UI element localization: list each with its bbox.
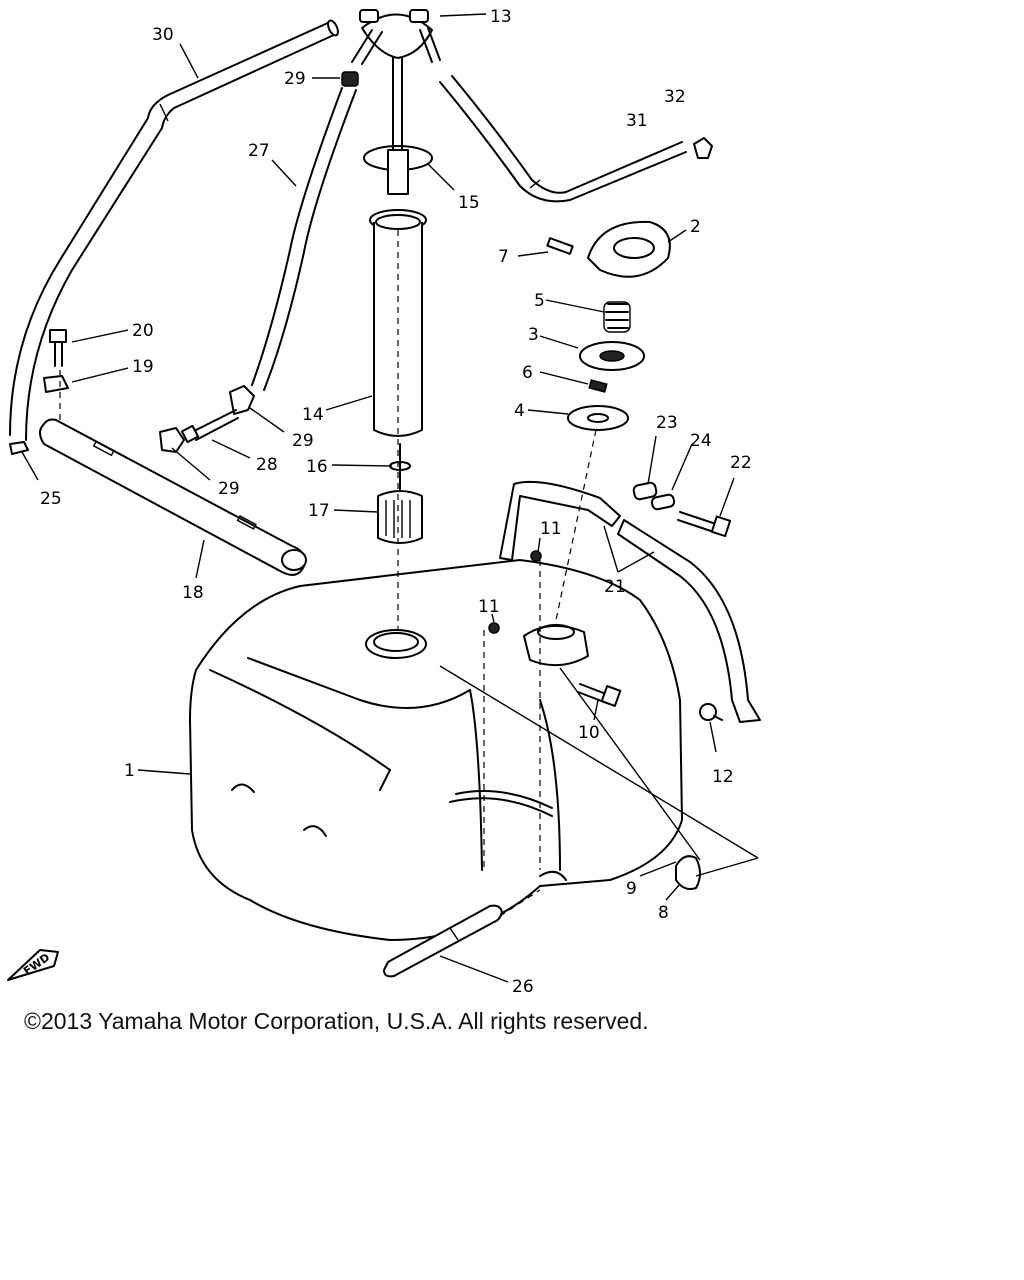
bolt-22	[677, 511, 732, 538]
label-1: 1	[124, 761, 135, 781]
fwd-arrow-icon: FWD	[7, 949, 59, 981]
filter-17	[377, 490, 423, 544]
clamp-29-mid	[229, 385, 255, 415]
label-22: 22	[730, 453, 752, 473]
label-6: 6	[522, 363, 533, 383]
label-16: 16	[306, 457, 328, 477]
label-11-lower: 11	[478, 597, 500, 617]
label-5: 5	[534, 291, 545, 311]
label-26: 26	[512, 977, 534, 997]
fuel-cock-13	[351, 9, 441, 151]
part-labels: 30 13 29 32 31 27 15 2 7 5 20 3 19 6 14 …	[40, 7, 752, 997]
label-20: 20	[132, 321, 154, 341]
collar-24	[650, 493, 676, 511]
label-32: 32	[664, 87, 686, 107]
ring-15	[363, 145, 433, 195]
label-21: 21	[604, 577, 626, 597]
label-24: 24	[690, 431, 712, 451]
clip-16	[389, 443, 411, 491]
pin-6	[588, 379, 608, 393]
label-18: 18	[182, 583, 204, 603]
label-29-low: 29	[218, 479, 240, 499]
label-29-mid: 29	[292, 431, 314, 451]
clip-32	[693, 137, 713, 159]
label-28: 28	[256, 455, 278, 475]
clamp-29-low	[159, 427, 185, 453]
label-12: 12	[712, 767, 734, 787]
label-23: 23	[656, 413, 678, 433]
clamp-29-top	[341, 71, 359, 87]
copyright-notice: ©2013 Yamaha Motor Corporation, U.S.A. A…	[24, 1008, 649, 1034]
collar-23	[632, 481, 658, 501]
label-14: 14	[302, 405, 324, 425]
assembly-lines	[59, 230, 759, 917]
bolt-10	[577, 683, 622, 707]
fuel-tank-exploded-diagram: FWD 30 13 29 32 31 27 15 2 7 5 20 3 19 6…	[7, 7, 761, 997]
label-27: 27	[248, 141, 270, 161]
seal-3	[579, 341, 645, 371]
spring-5	[603, 301, 631, 333]
label-31: 31	[626, 111, 648, 131]
label-19: 19	[132, 357, 154, 377]
label-13: 13	[490, 7, 512, 27]
pin-7	[546, 237, 574, 255]
label-15: 15	[458, 193, 480, 213]
hose-26	[383, 904, 503, 978]
hose-30	[9, 19, 339, 441]
label-9: 9	[626, 879, 637, 899]
bolt-20	[49, 329, 67, 367]
bolt-28	[180, 409, 239, 444]
gasket-4	[567, 405, 629, 431]
label-25: 25	[40, 489, 62, 509]
bolt-12	[699, 703, 723, 721]
cap-2	[587, 220, 671, 278]
clamp-19	[43, 375, 69, 393]
nut-11-upper	[530, 550, 542, 562]
strap-21	[499, 480, 761, 723]
hose-31	[439, 75, 687, 203]
label-29-top: 29	[284, 69, 306, 89]
label-10: 10	[578, 723, 600, 743]
label-4: 4	[514, 401, 525, 421]
label-30: 30	[152, 25, 174, 45]
label-17: 17	[308, 501, 330, 521]
fuel-tank-1	[189, 559, 683, 941]
label-7: 7	[498, 247, 509, 267]
label-11-upper: 11	[540, 519, 562, 539]
nut-11-lower	[488, 622, 500, 634]
label-2: 2	[690, 217, 701, 237]
leader-lines	[21, 13, 735, 983]
hose-27	[251, 87, 357, 391]
pipe-18	[39, 418, 307, 576]
clip-25	[9, 441, 29, 455]
label-3: 3	[528, 325, 539, 345]
label-8: 8	[658, 903, 669, 923]
